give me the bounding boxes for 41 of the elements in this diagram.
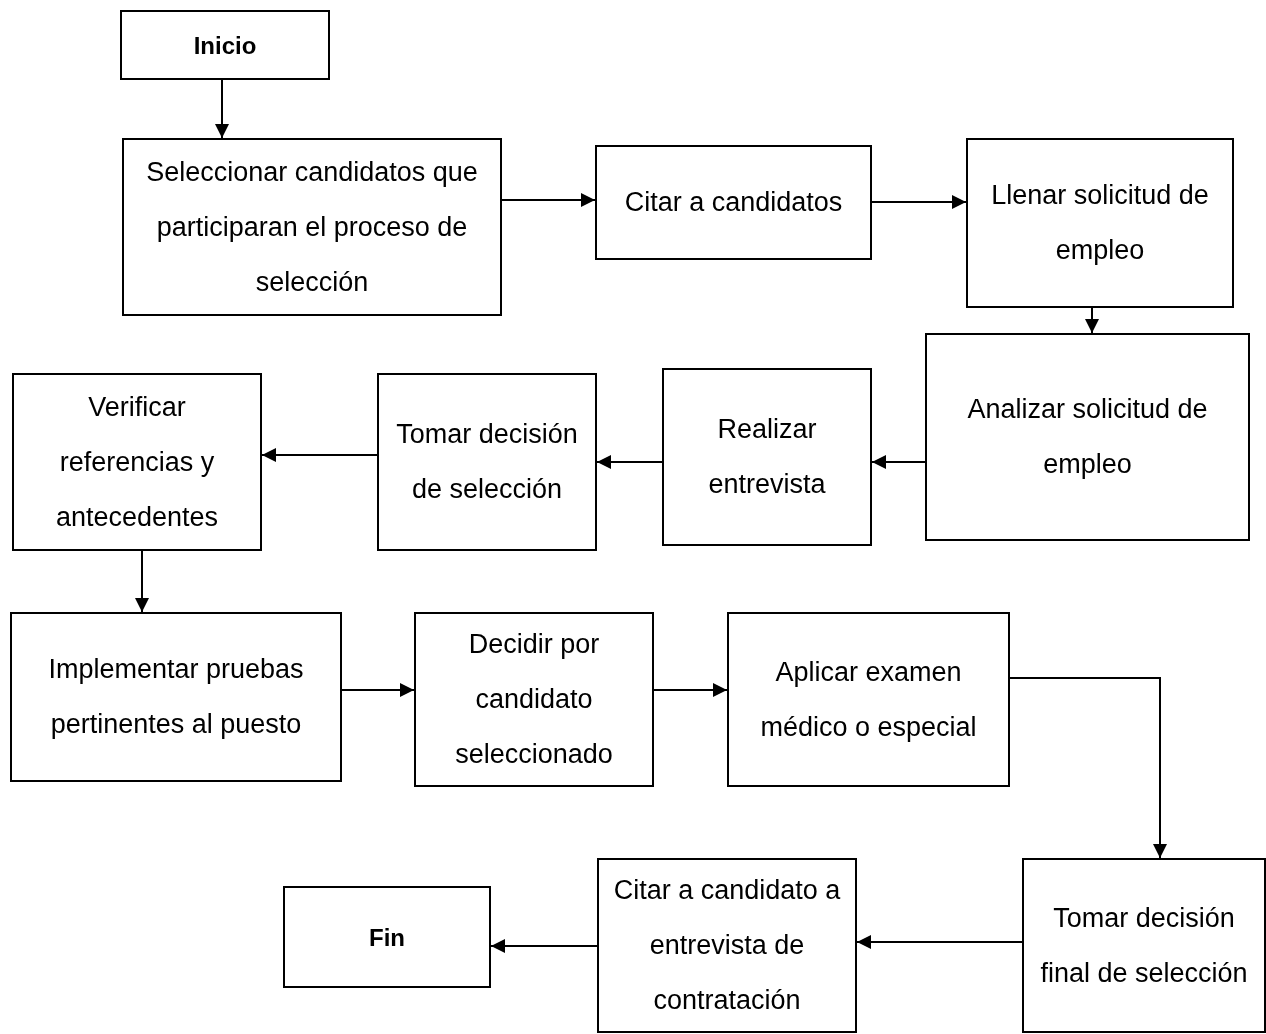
box-label: Realizar entrevista (707, 413, 827, 501)
process-box (10, 612, 342, 782)
box-label: Decidir por candidato seleccionado (454, 628, 614, 771)
process-box (966, 138, 1234, 308)
box-label: Seleccionar candidatos que participaran el proceso de selección (145, 155, 479, 299)
arrow (653, 683, 728, 697)
box-label: Llenar solicitud de empleo (990, 179, 1210, 267)
arrow (215, 79, 229, 139)
arrow (261, 448, 378, 462)
box-label: Inicio (193, 30, 257, 61)
arrow (341, 683, 415, 697)
process-box (597, 858, 857, 1033)
terminal-box (120, 10, 330, 80)
arrow (596, 455, 663, 469)
process-box (595, 145, 872, 260)
arrow (1085, 307, 1099, 334)
box-label: Citar a candidato a entrevista de contratación (612, 874, 842, 1017)
process-box (377, 373, 597, 551)
box-label: Analizar solicitud de empleo (966, 393, 1209, 481)
arrow (490, 939, 598, 953)
box-label: Tomar decisión de selección (395, 418, 579, 506)
process-box (727, 612, 1010, 787)
arrow (501, 193, 596, 207)
process-box (925, 333, 1250, 541)
box-label: Tomar decisión final de selección (1039, 901, 1249, 990)
arrow (1009, 677, 1167, 859)
process-box (662, 368, 872, 546)
box-label: Implementar pruebas pertinentes al puesto (47, 653, 305, 741)
arrow (135, 550, 149, 613)
process-box (122, 138, 502, 316)
process-box (12, 373, 262, 551)
box-label: Fin (369, 922, 405, 953)
box-label: Citar a candidatos (624, 186, 843, 219)
terminal-box (283, 886, 491, 988)
arrow (871, 195, 967, 209)
arrow (856, 935, 1023, 949)
box-label: Aplicar examen médico o especial (759, 655, 978, 744)
process-box (1022, 858, 1266, 1033)
box-label: Verificar referencias y antecedentes (54, 390, 220, 534)
arrow (871, 455, 926, 469)
process-box (414, 612, 654, 787)
